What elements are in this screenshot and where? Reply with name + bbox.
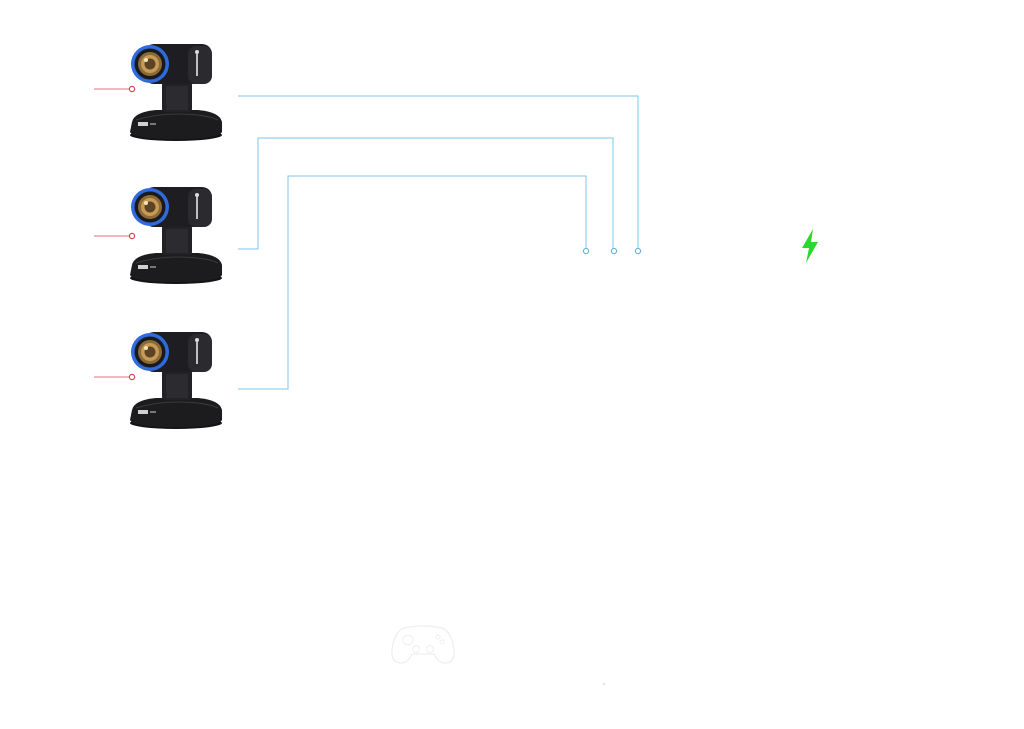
control-dot-camera-1 bbox=[128, 85, 136, 93]
control-dot-camera-2 bbox=[128, 232, 136, 240]
camera-icon bbox=[130, 44, 222, 141]
ptz-camera-2 bbox=[130, 187, 222, 284]
cable-camera-3 bbox=[238, 175, 587, 390]
camera-icon bbox=[130, 332, 222, 429]
faint-marker bbox=[602, 682, 606, 686]
cable-camera-2 bbox=[238, 137, 614, 250]
cable-camera-1 bbox=[238, 95, 639, 249]
lightning-bolt-icon bbox=[802, 229, 818, 263]
cable-endpoint-2 bbox=[610, 247, 618, 255]
cable-endpoint-3 bbox=[582, 247, 590, 255]
gamepad-icon bbox=[391, 625, 455, 664]
camera-icon bbox=[130, 187, 222, 284]
ptz-camera-3 bbox=[130, 332, 222, 429]
ptz-camera-1 bbox=[130, 44, 222, 141]
control-dot-camera-3 bbox=[128, 373, 136, 381]
cable-endpoint-1 bbox=[634, 247, 642, 255]
